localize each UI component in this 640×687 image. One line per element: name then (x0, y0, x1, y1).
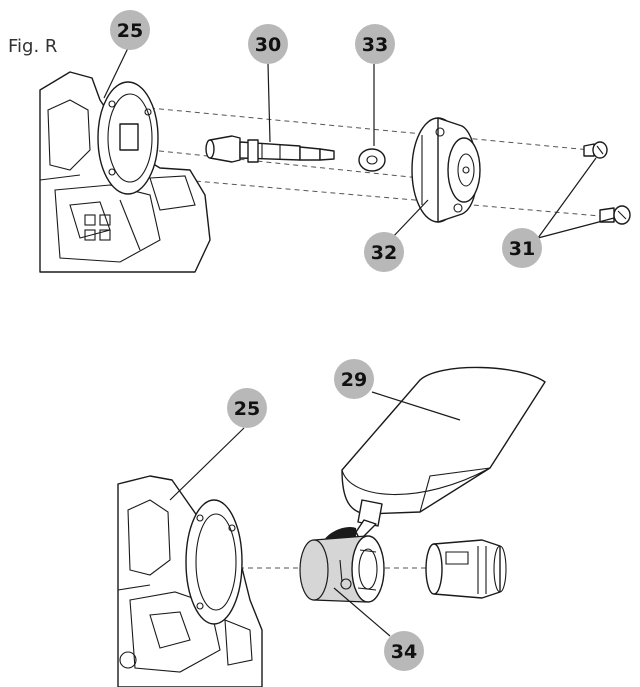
callout-32: 32 (364, 232, 404, 272)
callout-34: 34 (384, 631, 424, 671)
svg-text:25: 25 (234, 398, 260, 420)
svg-text:29: 29 (341, 369, 367, 391)
shaft-end-bottom (425, 539, 507, 599)
bottom-assembly (117, 366, 546, 687)
hub-part-32 (411, 117, 481, 223)
figure-label: Fig. R (8, 36, 57, 57)
top-leader-lines (103, 47, 615, 241)
grease-tube-part-29 (341, 366, 546, 541)
callout-25-top: 25 (110, 10, 150, 50)
callout-33: 33 (355, 24, 395, 64)
svg-text:33: 33 (362, 34, 388, 56)
top-assembly (39, 71, 631, 273)
callout-29: 29 (334, 359, 374, 399)
svg-text:31: 31 (509, 238, 535, 260)
callout-31: 31 (502, 228, 542, 268)
washer-part-33 (358, 148, 386, 172)
screw-lower-part-31 (599, 205, 631, 225)
shaft-part-30 (205, 135, 335, 163)
bottom-leader-lines (169, 391, 461, 637)
housing-flange-bottom (185, 499, 243, 625)
machine-housing-bottom (117, 475, 263, 687)
svg-text:25: 25 (117, 20, 143, 42)
screw-upper-part-31 (583, 141, 608, 159)
svg-text:30: 30 (255, 34, 281, 56)
svg-text:32: 32 (371, 242, 397, 264)
top-alignment-lines (149, 107, 601, 217)
callout-25-bottom: 25 (227, 388, 267, 428)
callout-30: 30 (248, 24, 288, 64)
sleeve-part-34 (299, 535, 385, 603)
svg-text:34: 34 (391, 641, 417, 663)
machine-housing-top (39, 71, 211, 273)
